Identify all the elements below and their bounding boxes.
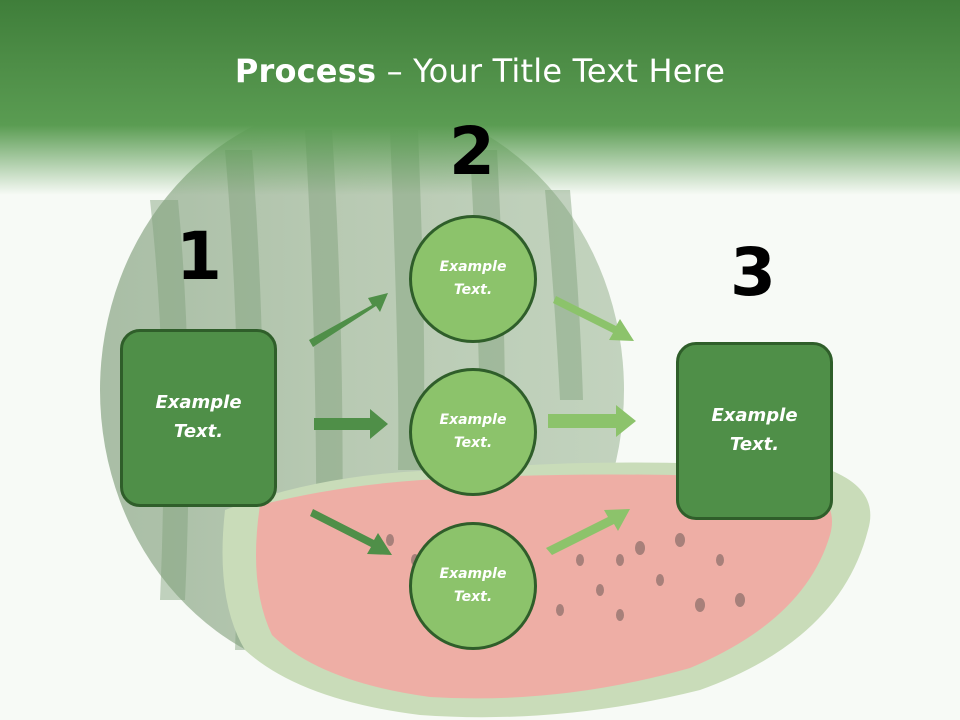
step-2-circle-top[interactable]: Example Text. (409, 215, 537, 343)
step-3-box[interactable]: Example Text. (676, 342, 833, 520)
title-rest: – Your Title Text Here (376, 52, 726, 90)
circle-top-text: Example Text. (439, 258, 507, 298)
step-number-2: 2 (449, 113, 495, 190)
page-title: Process – Your Title Text Here (0, 52, 960, 90)
step-number-3: 3 (730, 234, 776, 311)
circle-bottom-text: Example Text. (439, 565, 507, 605)
step-2-circle-bottom[interactable]: Example Text. (409, 522, 537, 650)
step-number-1: 1 (176, 218, 222, 295)
title-bold: Process (234, 52, 377, 90)
circle-middle-text: Example Text. (439, 411, 507, 451)
step-2-circle-middle[interactable]: Example Text. (409, 368, 537, 496)
step-1-text: Example Text. (155, 392, 242, 442)
title-banner (0, 0, 960, 200)
step-3-text: Example Text. (711, 405, 798, 455)
step-1-box[interactable]: Example Text. (120, 329, 277, 507)
